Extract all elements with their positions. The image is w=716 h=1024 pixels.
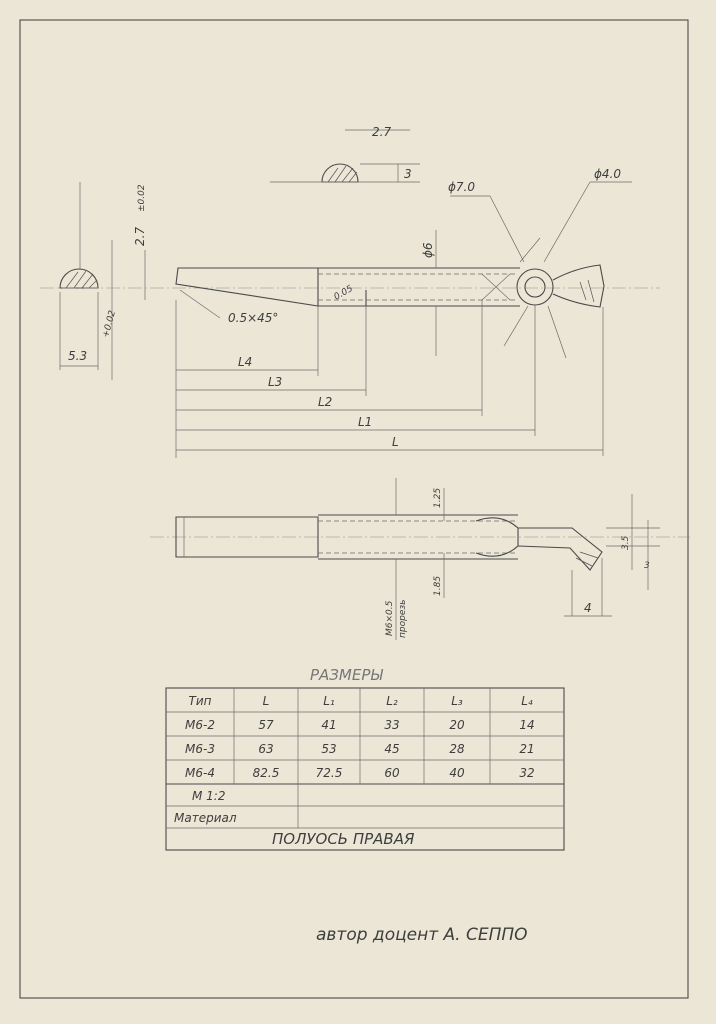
table-header-cell: L₃ [451, 694, 463, 708]
table-cell: 33 [384, 718, 399, 732]
table-cell: 82.5 [253, 766, 280, 780]
table-cell: 20 [449, 718, 465, 732]
table-cell: 40 [449, 766, 465, 780]
d125-label: 1.25 [433, 488, 443, 508]
L1-label: L1 [358, 415, 372, 429]
table-caption: РАЗМЕРЫ [310, 666, 383, 684]
part-name: ПОЛУОСЬ ПРАВАЯ [272, 830, 415, 848]
L3-label: L3 [268, 375, 282, 389]
scale-label: M 1:2 [192, 789, 225, 803]
length-dimensions [175, 300, 604, 458]
d3-label: 3 [644, 561, 650, 571]
d185-label: 1.85 [433, 576, 443, 596]
top-flat-section [270, 129, 420, 183]
top-bar-label: 2.7 [372, 125, 391, 139]
d4-label: 4 [584, 601, 592, 615]
table-header-cell: L₄ [521, 694, 533, 708]
table-cell: 72.5 [316, 766, 343, 780]
lower-shaft-view [150, 478, 690, 617]
table-cell: 45 [384, 742, 399, 756]
main-shaft-view [40, 237, 660, 359]
chamfer-label: 0.5×45° [228, 311, 278, 325]
dia-6-label: ϕ6 [421, 242, 435, 258]
table-header-cell: L₂ [386, 694, 398, 708]
thread-note-label: прорезь [398, 600, 408, 638]
table-cell: M6-4 [185, 766, 215, 780]
tol-53-label: +0.02 [101, 309, 118, 338]
table-cell: 41 [321, 718, 336, 732]
table-cell: M6-3 [185, 742, 215, 756]
table-header-cell: L [263, 694, 270, 708]
table-cell: 28 [449, 742, 465, 756]
L-label: L [392, 435, 399, 449]
top-tol-label: ±0.02 [137, 184, 147, 212]
table-cell: 57 [258, 718, 274, 732]
table-header-cell: L₁ [323, 694, 335, 708]
table-cell: 60 [384, 766, 400, 780]
top-dim-label: 2.7 [133, 227, 147, 246]
drawing-frame [19, 19, 689, 999]
table-cell: 63 [258, 742, 273, 756]
dia-4-label: ϕ4.0 [594, 167, 621, 181]
table-cell: 53 [321, 742, 336, 756]
table-cell: 14 [519, 718, 534, 732]
dia-7-label: ϕ7.0 [448, 180, 475, 194]
dimension-table [165, 687, 565, 851]
d35-label: 3.5 [621, 535, 631, 550]
table-cell: 21 [519, 742, 534, 756]
material-label: Материал [174, 811, 237, 825]
left-d-section [59, 182, 146, 380]
table-cell: 32 [519, 766, 534, 780]
author-signature: автор доцент А. СЕППО [316, 925, 528, 945]
table-header-cell: Тип [189, 694, 212, 708]
L4-label: L4 [238, 355, 252, 369]
thread-label: M6×0.5 [385, 600, 395, 636]
L2-label: L2 [318, 395, 332, 409]
flat-depth-label: 3 [404, 167, 412, 181]
width-53-label: 5.3 [68, 349, 87, 363]
table-cell: M6-2 [185, 718, 215, 732]
